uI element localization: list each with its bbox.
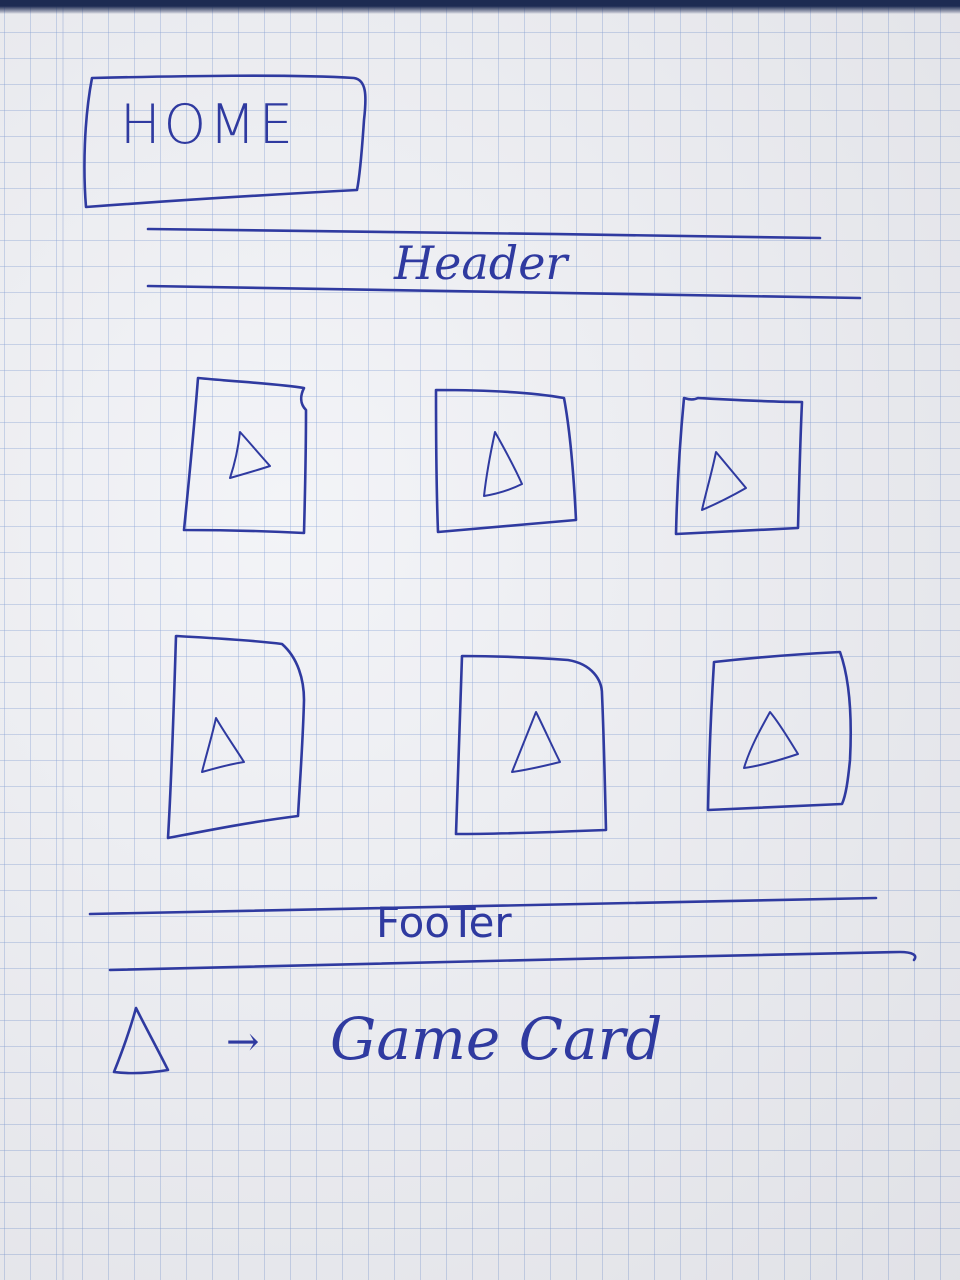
legend-triangle-icon (112, 1006, 170, 1075)
home-button-outline (83, 74, 367, 209)
header-top-line (146, 227, 822, 240)
header-label: Header (394, 236, 568, 290)
triangle-icon (511, 711, 561, 773)
game-card-2[interactable] (434, 388, 578, 534)
footer-bottom-line (108, 950, 917, 972)
game-card-6[interactable] (706, 650, 852, 812)
triangle-icon (483, 431, 523, 497)
triangle-icon (201, 717, 245, 773)
triangle-icon (229, 431, 271, 479)
footer-label: FooTer (376, 898, 512, 947)
game-card-5[interactable] (454, 654, 608, 836)
game-card-4[interactable] (166, 634, 306, 840)
paper-margin-line (62, 0, 64, 1280)
header-bottom-line (146, 284, 862, 300)
footer-top-line (88, 896, 878, 916)
notebook-top-edge (0, 0, 960, 14)
triangle-icon (743, 711, 799, 769)
game-card-3[interactable] (674, 396, 804, 536)
home-label[interactable]: HOME (120, 93, 296, 156)
game-card-1[interactable] (182, 376, 308, 535)
triangle-icon (701, 451, 747, 511)
legend-arrow: → (226, 1019, 260, 1065)
legend-label: Game Card (330, 1005, 663, 1073)
